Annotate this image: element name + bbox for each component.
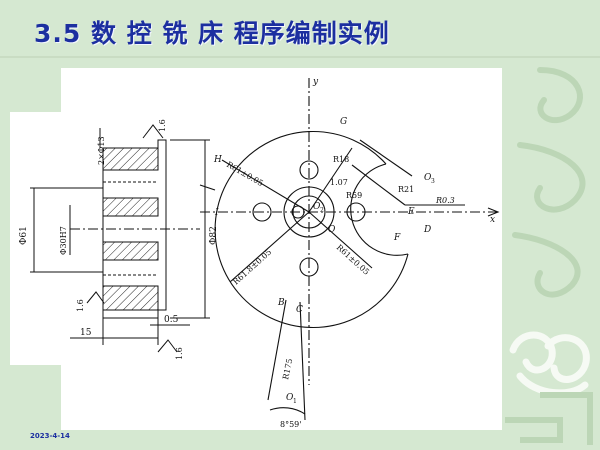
label-o3-sub: 3 [431, 178, 435, 185]
hole-top [299, 160, 319, 180]
plan-view [199, 78, 500, 421]
dim-hole-count: 2×Φ13 [97, 136, 106, 165]
plan-view-labels: G H I O O 2 O 3 E D B C O 1 F x y R61±0.… [213, 77, 495, 429]
dim-r107: 1.07 [330, 178, 348, 187]
roughness-symbol-left [86, 291, 105, 304]
dim-r21: R21 [398, 185, 414, 194]
meander-motif-bottom [505, 392, 593, 445]
dim-angle: 8°59' [280, 420, 301, 429]
roughness-bottom-value: 1.6 [175, 347, 184, 360]
dim-flange-diameter: Φ82 [209, 226, 219, 245]
roughness-symbol-top [142, 124, 164, 139]
label-x-axis: x [490, 215, 495, 225]
dim-r61-upper: R61±0.05 [225, 160, 265, 188]
dim-r61-lower-right: R61±0.05 [335, 243, 371, 277]
label-h: H [213, 155, 222, 165]
slide-date: 2023-4-14 [30, 432, 70, 440]
label-o1: O [286, 393, 294, 403]
x-axis-arrow [487, 207, 500, 217]
dim-step: 0.5 [164, 315, 179, 325]
outer-contour [214, 130, 409, 329]
side-view-labels: 2×Φ13 1.6 Φ61 Φ30H7 Φ82 1.6 15 0.5 1.6 [19, 119, 219, 360]
leader-r21 [359, 139, 413, 177]
drawing-panel-left [10, 112, 70, 365]
section-hatch-mid-lower [102, 241, 159, 261]
slide-title: 3.5 数 控 铣 床 程序编制实例 [34, 19, 390, 48]
section-hatch-bottom [102, 285, 159, 311]
label-b: B [277, 298, 285, 308]
dim-r18: R18 [333, 155, 349, 164]
label-c: C [296, 305, 303, 315]
title-divider [0, 56, 600, 58]
angle-arc [269, 407, 306, 415]
label-f: F [393, 233, 401, 243]
dim-bore-diameter: Φ30H7 [59, 226, 68, 255]
dim-r03: R0.3 [435, 196, 455, 205]
label-o: O [328, 225, 336, 235]
ray-b [267, 299, 287, 401]
leader-r59 [351, 164, 406, 206]
roughness-top-value: 1.6 [158, 119, 167, 132]
label-o3: O [424, 173, 432, 183]
dim-r59: R59 [346, 191, 362, 200]
label-g: G [340, 117, 347, 127]
radius-line-lower-right [308, 211, 373, 269]
section-hatch-mid-upper [102, 197, 159, 217]
label-d: D [423, 225, 431, 235]
radius-line-h [221, 159, 310, 213]
label-e: E [407, 207, 415, 217]
radius-line-r18 [308, 147, 353, 213]
side-section-view [30, 124, 210, 353]
roughness-left-value: 1.6 [76, 299, 85, 312]
dim-width: 15 [80, 328, 92, 338]
roughness-symbol-bottom [157, 339, 178, 353]
radius-line-lower-left [229, 211, 310, 283]
hole-left [252, 202, 272, 222]
dim-r175: R175 [281, 358, 294, 381]
meander-motif-top [512, 67, 586, 298]
dim-outer-diameter: Φ61 [19, 226, 29, 245]
label-o2-sub: 2 [320, 207, 324, 214]
section-hatch-top [102, 147, 159, 171]
label-y-axis: y [312, 77, 319, 87]
label-i: I [214, 208, 219, 218]
ray-c [299, 301, 306, 421]
part-outline [102, 139, 167, 319]
leader-i [199, 184, 216, 191]
label-o1-sub: 1 [293, 398, 297, 405]
dim-r61-lower-left: R61.8±0.05 [231, 247, 273, 286]
label-o2: O [313, 202, 321, 212]
